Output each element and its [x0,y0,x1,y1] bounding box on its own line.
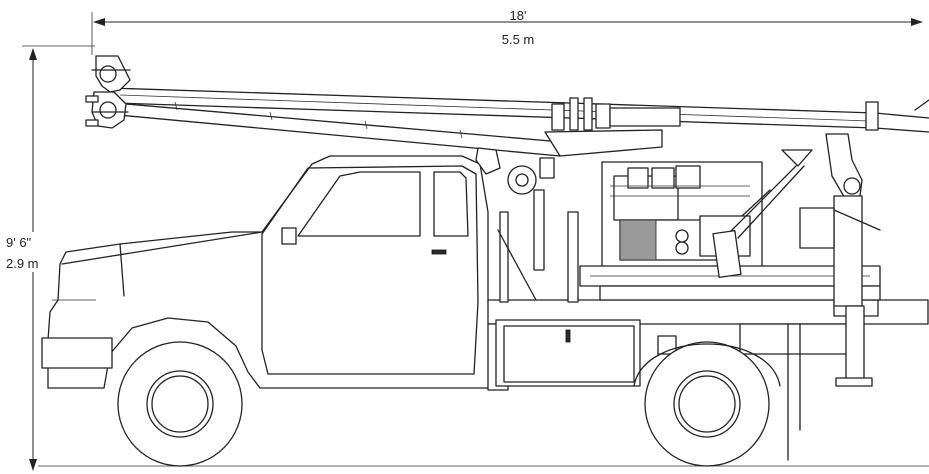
truck-cab [41,155,491,389]
winch-sheave [475,147,555,195]
height-metric-label: 2.9 m [6,256,39,271]
front-wheel [117,341,243,467]
height-dimension: 9' 6" 2.9 m [2,45,95,471]
length-metric-label: 5.5 m [502,32,535,47]
top-head-assembly [551,97,879,131]
crown-block [85,55,131,129]
rear-wheel [644,341,770,467]
height-imperial-label: 9' 6" [6,235,32,250]
length-dimension: 18' 5.5 m [91,8,923,55]
rear-fender [633,343,781,387]
drill-mast [109,87,929,157]
mast-cylinder [712,133,881,387]
length-imperial-label: 18' [510,8,527,23]
